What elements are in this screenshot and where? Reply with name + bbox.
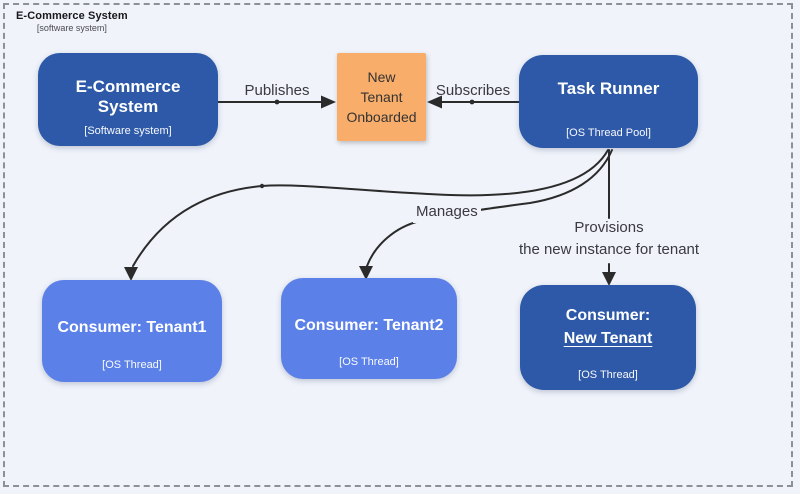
note-line: Tenant: [360, 89, 403, 105]
node-title: Task Runner: [557, 79, 660, 98]
note-text: New Tenant Onboarded: [346, 67, 416, 127]
node-subtitle: [OS Thread]: [339, 356, 399, 368]
node-title: Consumer: Tenant1: [57, 319, 207, 336]
edge-label-provisions: Provisions the new instance for tenant: [459, 217, 759, 261]
edge-label-provisions-line2: the new instance for tenant: [518, 241, 700, 258]
node-subtitle: [OS Thread Pool]: [566, 127, 651, 139]
node-title-line2: New Tenant: [563, 330, 653, 347]
edge-label-subscribes: Subscribes: [435, 82, 511, 99]
node-consumer-tenant2[interactable]: Consumer: Tenant2 [OS Thread]: [281, 278, 457, 379]
node-consumer-new-tenant[interactable]: Consumer: New Tenant [OS Thread]: [520, 285, 696, 390]
edge-label-manages: Manages: [413, 201, 481, 223]
boundary-subtitle: [software system]: [36, 23, 107, 33]
node-title: Consumer: Tenant2: [294, 317, 444, 334]
node-consumer-tenant1[interactable]: Consumer: Tenant1 [OS Thread]: [42, 280, 222, 382]
node-event-note[interactable]: New Tenant Onboarded: [337, 53, 426, 141]
system-boundary: [3, 3, 793, 487]
node-subtitle: [OS Thread]: [102, 359, 162, 371]
boundary-title: E-Commerce System: [16, 10, 128, 22]
node-subtitle: [OS Thread]: [578, 369, 638, 381]
edge-label-provisions-line1: Provisions: [574, 219, 644, 236]
note-line: New: [367, 69, 396, 85]
note-line: Onboarded: [346, 109, 417, 125]
node-subtitle: [Software system]: [84, 125, 172, 137]
node-title: E-Commerce System: [75, 77, 181, 116]
node-ecommerce-system[interactable]: E-Commerce System [Software system]: [38, 53, 218, 146]
system-boundary-label: E-Commerce System [software system]: [16, 10, 128, 33]
node-task-runner[interactable]: Task Runner [OS Thread Pool]: [519, 55, 698, 148]
node-title-line1: Consumer:: [565, 307, 651, 324]
edge-label-publishes: Publishes: [244, 82, 310, 99]
